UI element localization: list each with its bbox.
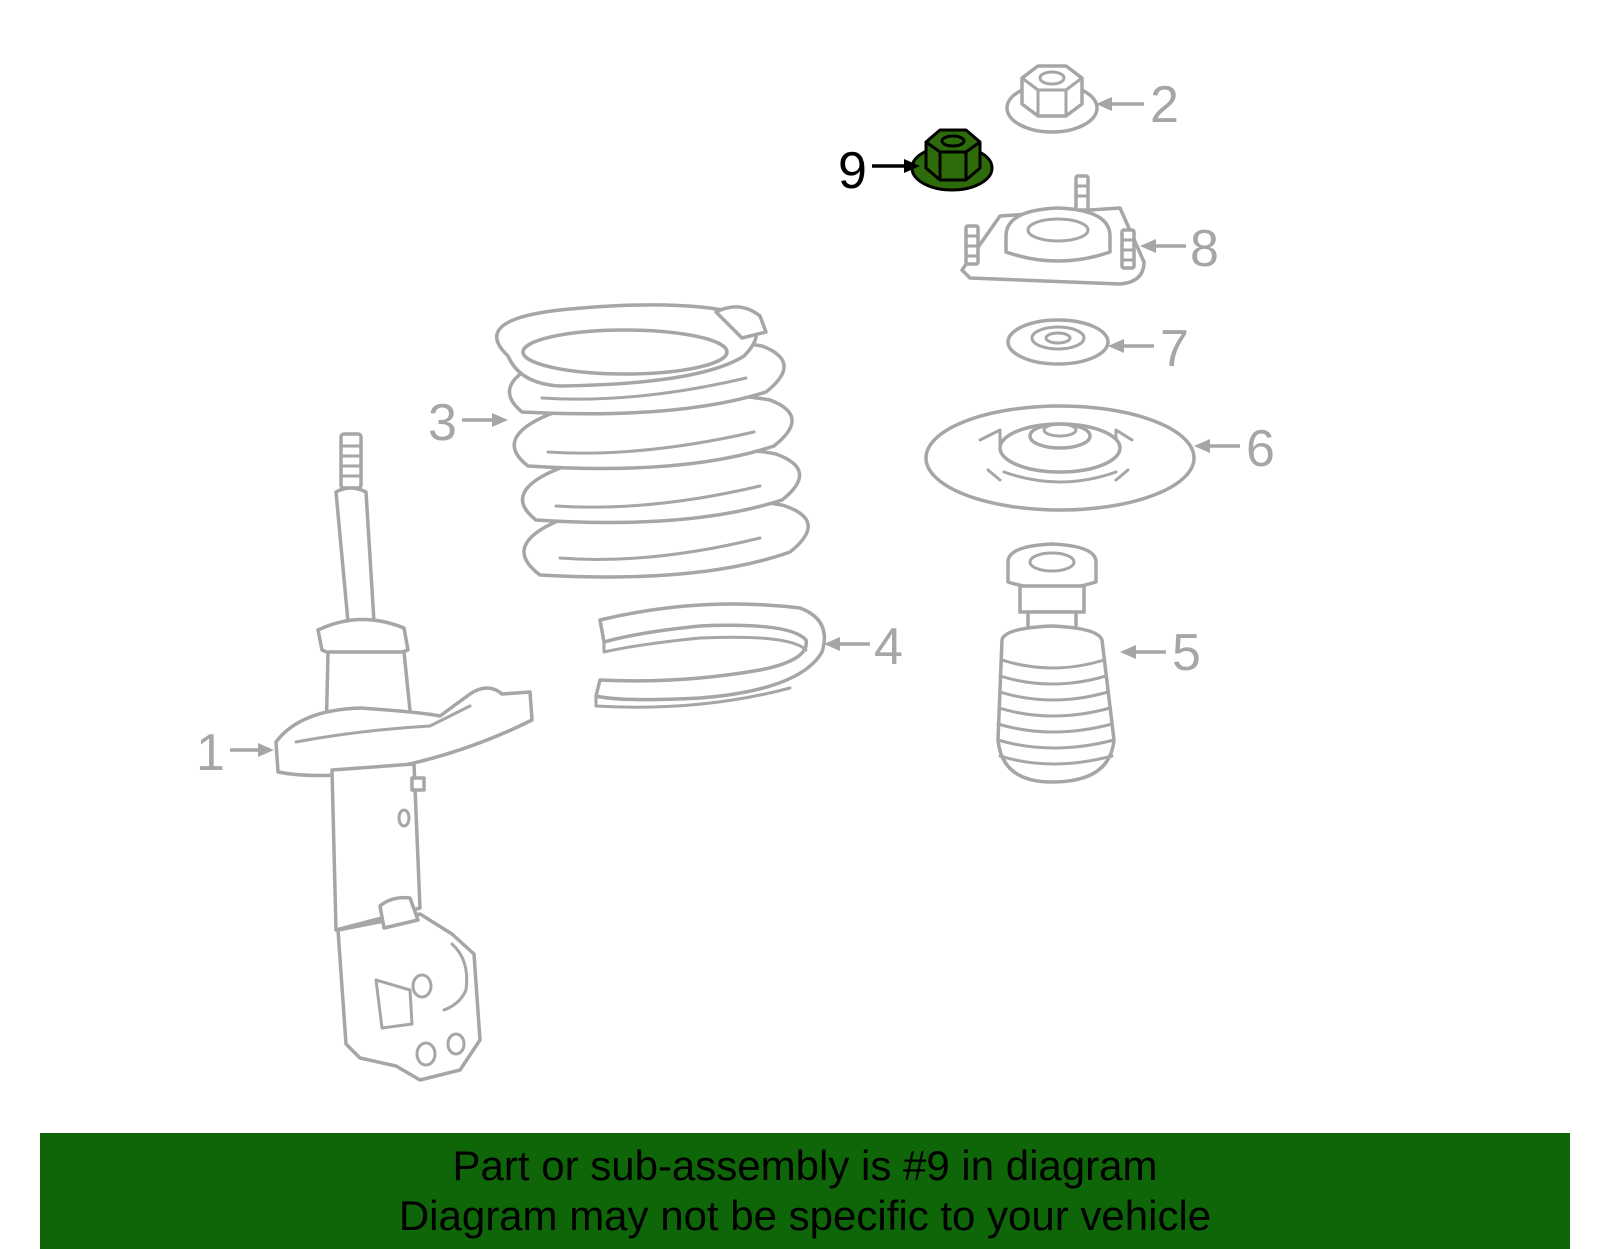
callout-9-label: 9 bbox=[838, 142, 867, 200]
callout-1: 1 bbox=[196, 724, 274, 782]
banner-line-part-number: Part or sub-assembly is #9 in diagram bbox=[452, 1142, 1158, 1189]
part-4-spring-insulator[interactable] bbox=[594, 602, 827, 709]
part-1-strut-assembly[interactable] bbox=[274, 432, 534, 1082]
callout-3-label: 3 bbox=[428, 394, 457, 452]
callout-2: 2 bbox=[1096, 76, 1179, 134]
part-6-upper-spring-seat[interactable] bbox=[924, 404, 1196, 512]
callout-6: 6 bbox=[1194, 420, 1275, 478]
callout-2-label: 2 bbox=[1150, 76, 1179, 134]
callout-7: 7 bbox=[1108, 320, 1189, 378]
callout-7-label: 7 bbox=[1160, 320, 1189, 378]
banner-line-disclaimer: Diagram may not be specific to your vehi… bbox=[398, 1192, 1212, 1239]
callout-8-label: 8 bbox=[1190, 220, 1219, 278]
callout-4-label: 4 bbox=[874, 618, 903, 676]
part-8-strut-mount[interactable] bbox=[960, 174, 1146, 286]
callout-1-label: 1 bbox=[196, 724, 225, 782]
part-7-washer[interactable] bbox=[1006, 318, 1110, 366]
callout-6-label: 6 bbox=[1246, 420, 1275, 478]
callout-9-highlighted: 9 bbox=[838, 142, 920, 200]
callout-5-label: 5 bbox=[1172, 624, 1201, 682]
part-2-nut[interactable] bbox=[1005, 64, 1099, 134]
part-5-bump-stop[interactable] bbox=[996, 542, 1116, 784]
info-banner: Part or sub-assembly is #9 in diagram Di… bbox=[40, 1133, 1570, 1249]
callout-5: 5 bbox=[1120, 624, 1201, 682]
callout-3: 3 bbox=[428, 394, 508, 452]
part-9-nut-highlighted[interactable] bbox=[910, 128, 994, 192]
part-3-coil-spring[interactable] bbox=[495, 303, 810, 579]
callout-4: 4 bbox=[824, 618, 903, 676]
callout-8: 8 bbox=[1140, 220, 1219, 278]
